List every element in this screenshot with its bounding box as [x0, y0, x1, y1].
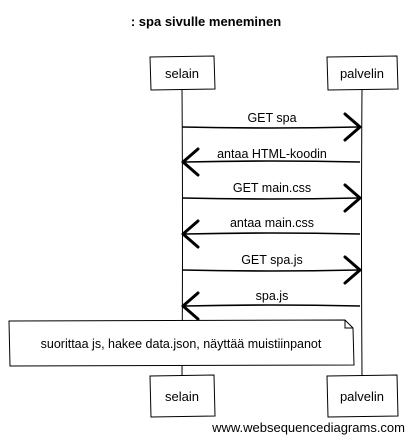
- arrowhead-left-icon: [181, 219, 200, 249]
- arrowhead-left-icon: [181, 147, 200, 177]
- message-label: GET spa: [247, 111, 296, 125]
- participant-label: palvelin: [340, 389, 384, 404]
- note-text: suorittaa js, hakee data.json, näyttää m…: [41, 337, 322, 351]
- message-spa-js: spa.js: [181, 289, 361, 321]
- participant-selain-top: selain: [149, 55, 216, 91]
- message-label: GET main.css: [233, 181, 311, 195]
- arrowhead-right-icon: [343, 255, 362, 285]
- lifeline-palvelin: [361, 87, 363, 377]
- arrowhead-right-icon: [343, 183, 362, 213]
- message-label: antaa HTML-koodin: [217, 147, 327, 161]
- message-get-main-css: GET main.css: [181, 181, 362, 213]
- message-line: [184, 232, 361, 235]
- message-label: antaa main.css: [230, 216, 314, 230]
- message-get-spa: GET spa: [181, 111, 362, 142]
- message-line: [184, 160, 361, 163]
- participant-selain-bottom: selain: [149, 374, 216, 418]
- message-html: antaa HTML-koodin: [181, 147, 361, 177]
- message-line: [181, 269, 359, 272]
- message-label: GET spa.js: [241, 253, 303, 267]
- participant-label: palvelin: [340, 66, 384, 81]
- participant-label: selain: [165, 389, 199, 404]
- arrowhead-right-icon: [343, 112, 362, 142]
- message-line: [184, 304, 361, 307]
- watermark: www.websequencediagrams.com: [211, 420, 405, 435]
- diagram-title: : spa sivulle meneminen: [131, 14, 281, 29]
- note-selain: suorittaa js, hakee data.json, näyttää m…: [8, 319, 355, 367]
- participant-box: [326, 55, 399, 91]
- message-line: [181, 126, 359, 129]
- message-main-css: antaa main.css: [181, 216, 361, 249]
- message-line: [181, 197, 359, 200]
- participant-palvelin-bottom: palvelin: [326, 374, 399, 418]
- note-box: [8, 319, 355, 367]
- message-label: spa.js: [256, 289, 289, 303]
- arrowhead-left-icon: [181, 291, 200, 321]
- participant-palvelin-top: palvelin: [326, 55, 399, 91]
- participant-box: [326, 374, 399, 418]
- note-fold-icon: [344, 320, 353, 329]
- participant-box: [149, 55, 216, 91]
- participant-label: selain: [165, 66, 199, 81]
- participant-box: [149, 374, 216, 418]
- message-get-spa-js: GET spa.js: [181, 253, 362, 285]
